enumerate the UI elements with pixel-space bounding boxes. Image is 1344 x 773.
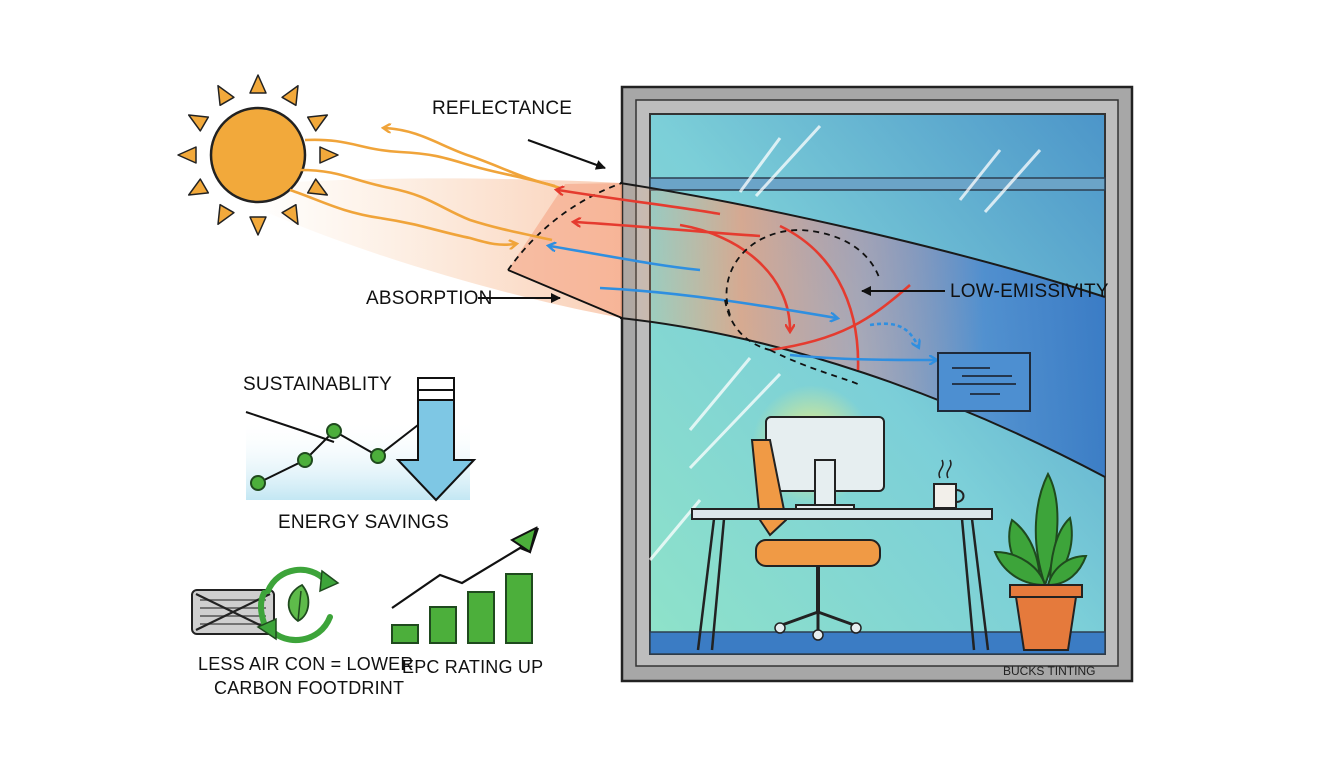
film-entry-zone bbox=[508, 183, 622, 318]
film-edge-bottom bbox=[619, 317, 1106, 478]
epc-bar-3 bbox=[467, 591, 495, 644]
recycle-leaf-icon bbox=[256, 566, 340, 644]
down-arrow-icon bbox=[395, 377, 477, 502]
line-chart-icon bbox=[245, 411, 470, 500]
sun-icon bbox=[177, 74, 339, 236]
epc-rating-label: EPC RATING UP bbox=[402, 657, 544, 677]
reflectance-pointer bbox=[527, 139, 606, 170]
solar-rays bbox=[289, 128, 561, 245]
potted-plant-icon bbox=[993, 471, 1088, 651]
less-air-con-label-line1: LESS AIR CON = LOWER bbox=[198, 654, 414, 674]
low-emissivity-label: LOW-EMISSIVITY bbox=[950, 281, 1109, 302]
low-e-arrows bbox=[550, 246, 935, 360]
window-transom bbox=[649, 177, 1106, 191]
energy-savings-label: ENERGY SAVINGS bbox=[278, 512, 450, 533]
brand-label: BUCKS TINTING bbox=[1003, 664, 1096, 678]
reflectance-label: REFLECTANCE bbox=[432, 98, 573, 119]
incoming-ray-3 bbox=[289, 188, 515, 245]
epc-bar-2 bbox=[429, 606, 457, 644]
bar-chart-icon bbox=[391, 526, 539, 644]
wall-display-icon bbox=[937, 352, 1031, 412]
low-e-zone-outline bbox=[725, 229, 881, 386]
epc-bar-4 bbox=[505, 573, 533, 644]
absorption-label: ABSORPTION bbox=[366, 288, 493, 309]
label-pointers bbox=[478, 139, 945, 303]
incoming-ray-2 bbox=[299, 168, 553, 242]
less-air-con-label-line2: CARBON FOOTDRINT bbox=[214, 678, 405, 698]
reflected-ray bbox=[385, 128, 556, 188]
desk-icon bbox=[691, 508, 993, 651]
incoming-ray-1 bbox=[304, 138, 561, 190]
air-conditioner-icon bbox=[191, 589, 275, 635]
glass-glare bbox=[648, 124, 1042, 561]
film-entry-bottom-edge bbox=[507, 269, 623, 319]
coffee-mug-icon bbox=[933, 459, 965, 509]
epc-bar-1 bbox=[391, 624, 419, 644]
sustainability-label: SUSTAINABLITY bbox=[243, 374, 393, 395]
floor-strip bbox=[649, 631, 1106, 655]
film-edge-top bbox=[619, 182, 1106, 298]
solar-fan bbox=[250, 178, 622, 318]
